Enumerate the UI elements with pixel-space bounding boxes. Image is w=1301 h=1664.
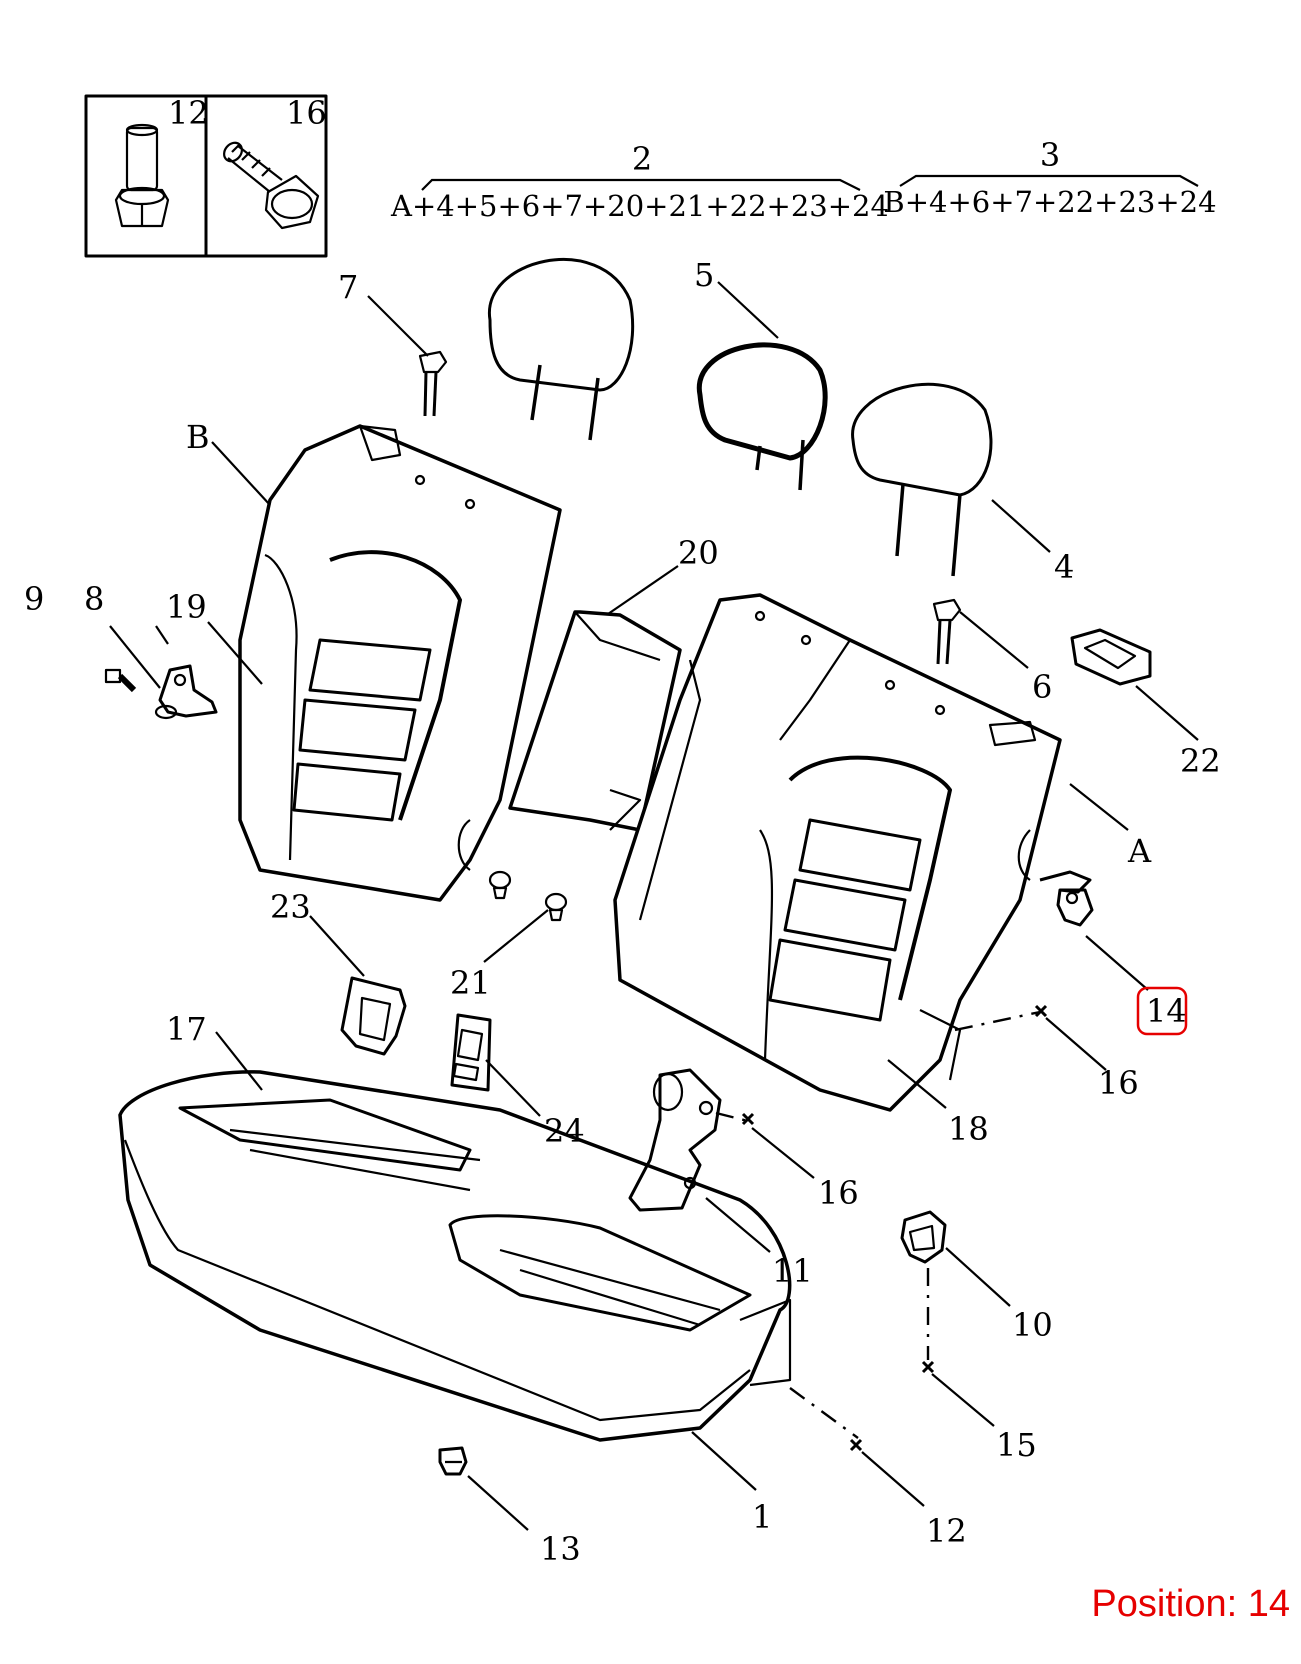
clip-13-icon (438, 1446, 468, 1476)
callout-20: 20 (678, 534, 719, 572)
leader-lines (109, 281, 1199, 1531)
headrest-guide-6-icon (932, 598, 962, 665)
assembly-2-number: 2 (632, 140, 652, 178)
callout-16-center: 16 (818, 1174, 859, 1212)
callout-labels: 7 5 4 6 22 A 14 16 18 16 11 10 15 12 1 1… (24, 256, 1221, 1568)
headrest-rear-left (488, 258, 635, 441)
seat-cushion-1 (118, 1070, 792, 1442)
cover-23-icon (340, 976, 407, 1056)
callout-21: 21 (450, 964, 491, 1002)
buckle-14-icon (1039, 870, 1094, 927)
clip-10-icon (900, 1210, 947, 1264)
callout-11: 11 (772, 1252, 813, 1290)
fastener-inset: 12 16 (84, 94, 328, 258)
callout-23: 23 (270, 888, 311, 926)
callout-7: 7 (338, 268, 358, 306)
hinge-8-icon (154, 664, 218, 720)
callout-13: 13 (540, 1530, 581, 1568)
callout-16-right: 16 (1098, 1064, 1139, 1102)
callout-4: 4 (1054, 548, 1074, 586)
callout-10: 10 (1012, 1306, 1053, 1344)
callout-22: 22 (1180, 742, 1221, 780)
callout-17: 17 (166, 1010, 207, 1048)
assembly-3-number: 3 (1040, 136, 1060, 174)
callout-6: 6 (1032, 668, 1052, 706)
inset-label-12: 12 (168, 94, 209, 132)
backrest-b (238, 424, 562, 902)
assembly-2-formula: A+4+5+6+7+20+21+22+23+24 (390, 189, 889, 223)
headrest-guide-7-icon (418, 350, 448, 417)
headrest-4 (851, 382, 993, 577)
bolt-12-icon (114, 123, 170, 228)
callout-a: A (1127, 832, 1152, 870)
position-indicator: Position: 14 (1091, 1583, 1290, 1625)
callout-8: 8 (84, 580, 104, 618)
inset-label-16: 16 (286, 94, 327, 132)
callout-b: B (186, 418, 210, 456)
callout-14: 14 (1146, 992, 1187, 1030)
bolt-9-icon (104, 668, 137, 693)
callout-12: 12 (926, 1512, 967, 1550)
latch-22-icon (1070, 628, 1152, 686)
bracket-11-icon (628, 1068, 722, 1212)
clip-21-icon (488, 870, 568, 922)
callout-19: 19 (166, 588, 207, 626)
assembly-2-bracket: 2 A+4+5+6+7+20+21+22+23+24 (390, 140, 889, 223)
armrest-20 (508, 610, 682, 832)
axis-lines (715, 1004, 1048, 1452)
callout-24: 24 (544, 1112, 585, 1150)
highlight-box-14 (1136, 986, 1188, 1036)
callout-9: 9 (24, 580, 44, 618)
backrest-a (613, 593, 1062, 1112)
callout-5: 5 (694, 256, 714, 294)
switch-24-icon (450, 1013, 492, 1092)
bolt-16-icon (223, 141, 320, 230)
headrest-5 (696, 342, 828, 491)
assembly-3-bracket: 3 B+4+6+7+22+23+24 (883, 136, 1216, 219)
callout-18: 18 (948, 1110, 989, 1148)
assembly-3-formula: B+4+6+7+22+23+24 (883, 185, 1216, 219)
callout-1: 1 (752, 1498, 772, 1536)
callout-15: 15 (996, 1426, 1037, 1464)
